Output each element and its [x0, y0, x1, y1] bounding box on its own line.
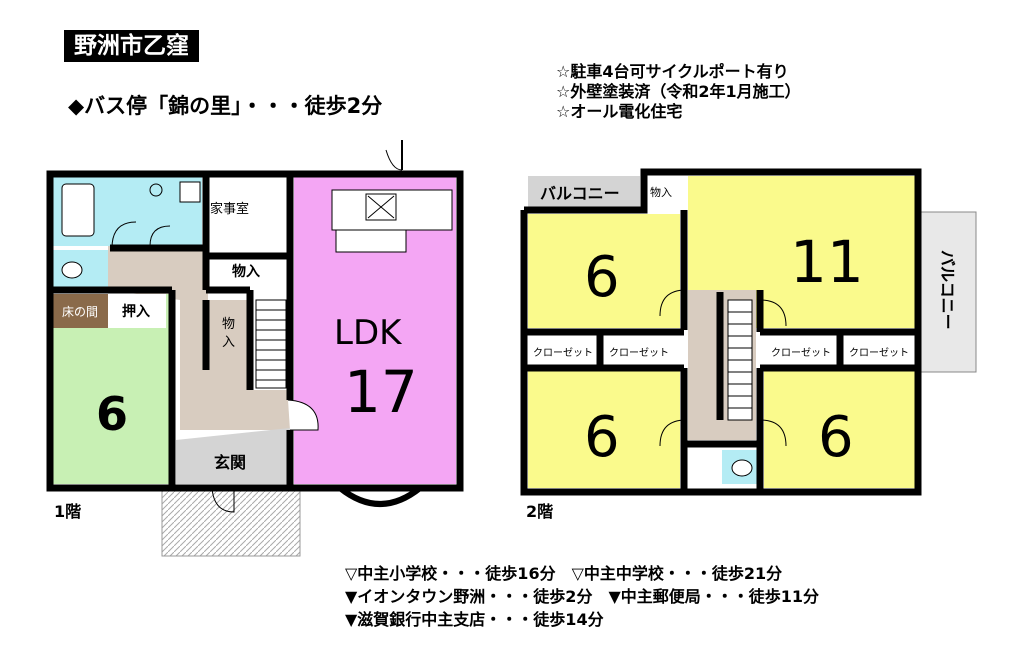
- walls-1f: [46, 170, 464, 492]
- balcony-right: [919, 211, 977, 373]
- ldk-size: 17: [344, 358, 418, 426]
- monoire-side-label-1: 物: [222, 317, 235, 332]
- balcony-top: [528, 176, 640, 208]
- feature-exterior-paint: ☆外壁塗装済（令和2年1月施工）: [556, 82, 801, 101]
- bedroom-ne-size: 11: [790, 228, 864, 296]
- closet-2-label: クローゼット: [609, 347, 669, 359]
- door-entrance: [211, 487, 235, 513]
- door-ldk: [287, 399, 319, 431]
- floor1-label: 1階: [54, 502, 82, 521]
- washitsu-size: 6: [96, 387, 128, 441]
- genkan-area: [176, 428, 290, 484]
- tokonoma-label: 床の間: [62, 305, 98, 319]
- bedroom-se-size: 6: [818, 405, 854, 470]
- kajishitsu-label: 家事室: [210, 201, 249, 217]
- floor1-plan: 家事室 物入 物 入 床の間 押入 6 玄関 LDK 17: [46, 140, 464, 557]
- monoire-side-label-2: 入: [222, 335, 235, 350]
- bedroom-nw: [528, 214, 680, 328]
- feature-all-electric: ☆オール電化住宅: [556, 102, 683, 121]
- bedroom-sw: [528, 370, 680, 488]
- bedroom-se: [764, 370, 916, 488]
- stairs-2f: [727, 299, 753, 421]
- balcony-top-label: バルコニー: [540, 184, 620, 203]
- closet-3-label: クローゼット: [771, 347, 831, 359]
- walls-2f: [520, 168, 922, 496]
- balcony-right-label: バルコニー: [938, 250, 957, 330]
- tokonoma: [52, 294, 108, 328]
- monoire-top-label: 物入: [232, 263, 260, 280]
- feature-parking: ☆駐車4台可サイクルポート有り: [556, 62, 789, 81]
- nearby-bank: ▼滋賀銀行中主支店・・・徒歩14分: [345, 610, 604, 629]
- page-title: 野洲市乙窪: [64, 30, 199, 62]
- laundry-room: [210, 176, 292, 256]
- nearby-schools: ▽中主小学校・・・徒歩16分 ▽中主中学校・・・徒歩21分: [345, 564, 783, 583]
- oshiire-label: 押入: [122, 303, 150, 320]
- sink: [335, 229, 407, 253]
- floor2-plan: バルコニー 物入 バルコニー 6 11 6 6 クローゼット クローゼット クロ…: [520, 168, 977, 496]
- porch: [161, 489, 301, 557]
- ldk-label: LDK: [334, 313, 403, 353]
- closet-1-label: クローゼット: [533, 347, 593, 359]
- floor2-label: 2階: [526, 502, 554, 521]
- monoire-2f-label: 物入: [650, 185, 672, 199]
- closet-4-label: クローゼット: [849, 347, 909, 359]
- bedroom-nw-size: 6: [584, 245, 620, 310]
- bus-stop-info: ◆バス停「錦の里」・・・徒歩2分: [68, 94, 383, 118]
- genkan-label: 玄関: [214, 453, 246, 472]
- nearby-shopping-post: ▼イオンタウン野洲・・・徒歩2分 ▼中主郵便局・・・徒歩11分: [345, 587, 820, 606]
- oshiire: [108, 294, 166, 328]
- bedroom-sw-size: 6: [584, 405, 620, 470]
- stairs-1f: [255, 299, 287, 389]
